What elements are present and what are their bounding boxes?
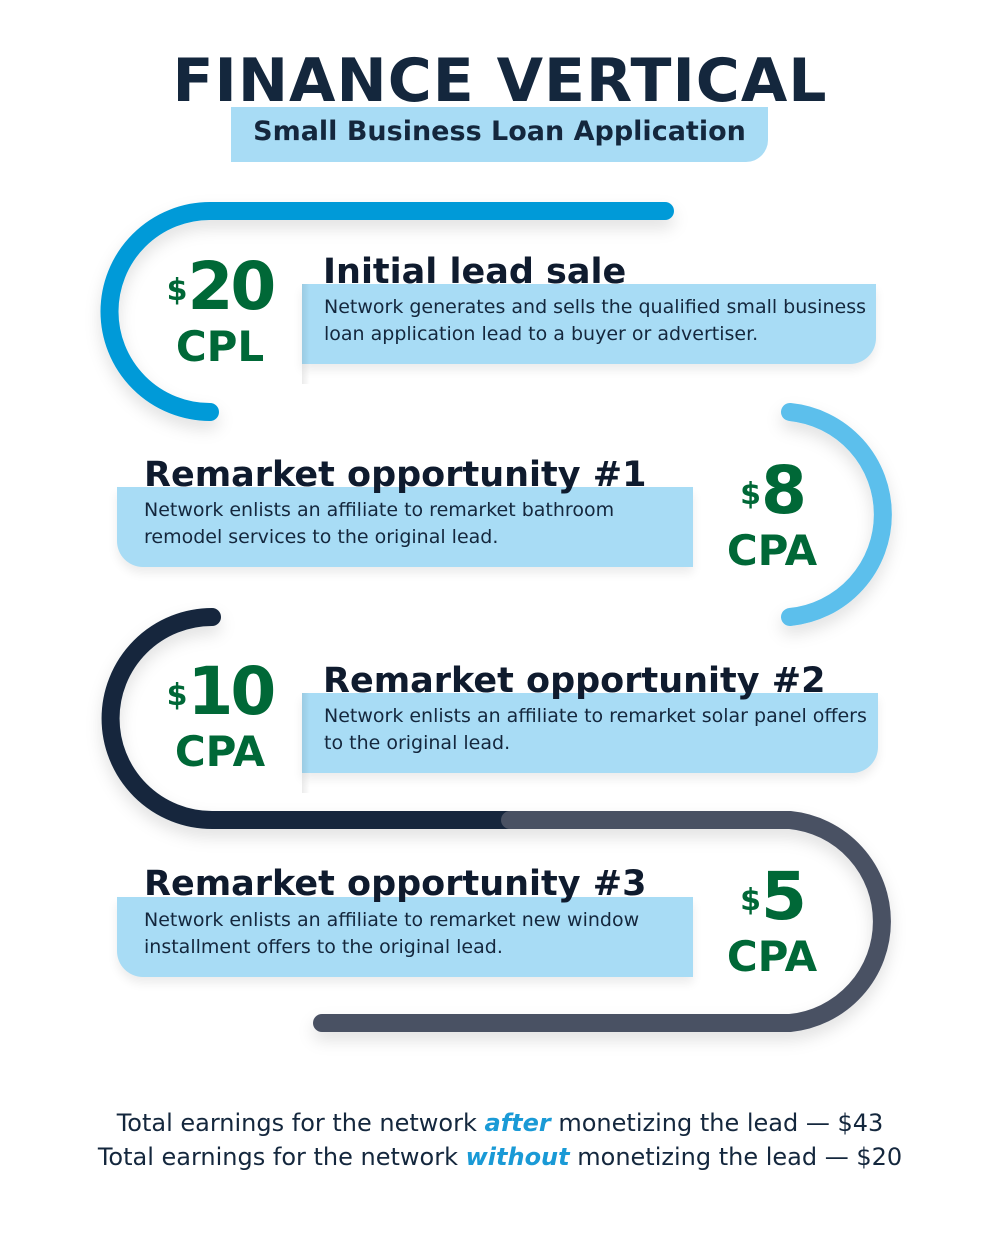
step-1-amount: 20 xyxy=(187,248,277,325)
footer-emphasis: without xyxy=(465,1143,570,1171)
step-1-heading: Initial lead sale xyxy=(323,252,627,292)
step-2-value: $8 CPA xyxy=(707,456,837,576)
footer-text: Total earnings for the network xyxy=(97,1143,466,1171)
step-3-box: Network enlists an affiliate to remarket… xyxy=(302,693,878,773)
segment-3 xyxy=(101,608,519,829)
step-3-value: $10 CPA xyxy=(155,657,285,777)
step-1-unit: CPL xyxy=(175,322,265,371)
step-3-unit: CPA xyxy=(174,727,266,776)
footer-text: monetizing the lead — $43 xyxy=(550,1109,884,1137)
footer-text: Total earnings for the network xyxy=(116,1109,485,1137)
step-3-description: Network enlists an affiliate to remarket… xyxy=(324,705,867,754)
currency-symbol: $ xyxy=(166,273,188,308)
divider xyxy=(302,693,310,793)
step-2-heading: Remarket opportunity #1 xyxy=(144,455,647,495)
currency-symbol: $ xyxy=(740,477,761,512)
step-3-amount: 10 xyxy=(187,653,277,730)
segment-2 xyxy=(781,403,892,626)
footer-line-after: Total earnings for the network after mon… xyxy=(0,1106,1000,1140)
step-1-box: Network generates and sells the qualifie… xyxy=(302,284,876,364)
step-3-heading: Remarket opportunity #2 xyxy=(323,661,826,701)
step-4-value: $5 CPA xyxy=(707,862,837,982)
step-2-unit: CPA xyxy=(726,526,818,575)
currency-symbol: $ xyxy=(166,678,188,713)
divider xyxy=(302,284,310,384)
footer-line-without: Total earnings for the network without m… xyxy=(0,1140,1000,1174)
subtitle-banner: Small Business Loan Application xyxy=(231,107,768,162)
step-4-heading: Remarket opportunity #3 xyxy=(144,864,647,904)
segment-4 xyxy=(313,811,891,1032)
step-1-description: Network generates and sells the qualifie… xyxy=(324,296,866,345)
step-4-amount: 5 xyxy=(760,858,807,935)
page-title: FINANCE VERTICAL xyxy=(172,46,828,116)
step-2-description: Network enlists an affiliate to remarket… xyxy=(144,499,615,548)
step-2-box: Network enlists an affiliate to remarket… xyxy=(117,487,693,567)
segment-1 xyxy=(100,202,674,421)
footer-emphasis: after xyxy=(484,1109,551,1137)
step-2-amount: 8 xyxy=(760,452,807,529)
currency-symbol: $ xyxy=(740,883,761,918)
step-4-box: Network enlists an affiliate to remarket… xyxy=(117,897,693,977)
step-1-value: $20 CPL xyxy=(155,252,285,372)
step-4-description: Network enlists an affiliate to remarket… xyxy=(144,909,640,958)
step-4-unit: CPA xyxy=(726,932,818,981)
footer-text: monetizing the lead — $20 xyxy=(569,1143,903,1171)
